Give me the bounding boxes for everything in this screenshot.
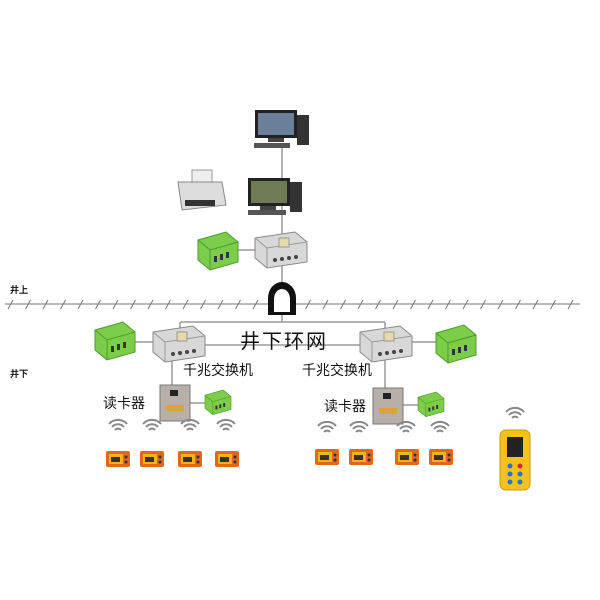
wifi-icon xyxy=(349,420,369,433)
green-junction-box-icon xyxy=(417,391,445,418)
hatch-mark xyxy=(182,299,189,310)
id-tag-icon xyxy=(315,449,339,465)
hatch-mark xyxy=(42,299,49,310)
tunnel-icon xyxy=(268,282,296,315)
hatch-mark xyxy=(217,299,224,310)
hatch-mark xyxy=(497,299,504,310)
hatch-mark xyxy=(392,299,399,310)
wifi-icon xyxy=(317,420,337,433)
hatch-mark xyxy=(445,299,451,310)
desktop-computer-icon xyxy=(254,110,309,148)
hatch-mark xyxy=(147,299,154,310)
reader-right-label: 读卡器 xyxy=(324,399,366,415)
hatch-mark xyxy=(515,299,521,310)
green-junction-box-icon xyxy=(204,389,232,416)
wifi-icon xyxy=(216,418,236,431)
hatch-mark xyxy=(77,299,84,310)
hatch-mark xyxy=(532,299,539,310)
hatch-mark xyxy=(480,299,486,310)
hatch-mark xyxy=(357,299,364,310)
above-ground-label: 井上 xyxy=(10,286,29,296)
id-tag-icon xyxy=(140,451,164,467)
printer-icon xyxy=(177,169,227,211)
hatch-mark xyxy=(322,299,329,310)
hatch-mark xyxy=(60,299,66,310)
card-reader-box-icon xyxy=(159,384,191,422)
switch-box-icon xyxy=(359,325,413,363)
switch-box-icon xyxy=(254,231,308,269)
handheld-reader-icon xyxy=(499,429,531,491)
ground-hatch-marks xyxy=(7,299,574,310)
green-junction-box-icon xyxy=(197,231,239,271)
hatch-mark xyxy=(235,299,241,310)
switch-box-icon xyxy=(152,325,206,363)
hatch-mark xyxy=(340,299,346,310)
wifi-icon xyxy=(396,420,416,433)
id-tag-icon xyxy=(106,451,130,467)
hatch-mark xyxy=(7,299,14,310)
switch-right-label: 千兆交换机 xyxy=(302,363,372,379)
id-tag-icon xyxy=(349,449,373,465)
hatch-mark xyxy=(410,299,416,310)
hatch-mark xyxy=(25,299,31,310)
reader-left-label: 读卡器 xyxy=(103,396,145,412)
hatch-mark xyxy=(252,299,259,310)
underground-label: 井下 xyxy=(10,370,29,380)
hatch-mark xyxy=(375,299,381,310)
wifi-icon xyxy=(505,406,525,419)
id-tag-icon xyxy=(215,451,239,467)
ring-network-label: 井下环网 xyxy=(240,329,328,353)
hatch-mark xyxy=(567,299,574,310)
hatch-mark xyxy=(462,299,469,310)
card-reader-box-icon xyxy=(372,387,404,425)
hatch-mark xyxy=(112,299,119,310)
wifi-icon xyxy=(142,418,162,431)
hatch-mark xyxy=(130,299,136,310)
hatch-mark xyxy=(165,299,171,310)
green-junction-box-icon xyxy=(94,321,136,361)
hatch-mark xyxy=(427,299,434,310)
id-tag-icon xyxy=(178,451,202,467)
green-junction-box-icon xyxy=(435,324,477,364)
switch-left-label: 千兆交换机 xyxy=(183,363,253,379)
hatch-mark xyxy=(200,299,206,310)
id-tag-icon xyxy=(429,449,453,465)
hatch-mark xyxy=(305,299,311,310)
wifi-icon xyxy=(108,418,128,431)
hatch-mark xyxy=(550,299,556,310)
id-tag-icon xyxy=(395,449,419,465)
wifi-icon xyxy=(430,420,450,433)
desktop-computer-icon xyxy=(248,178,302,215)
hatch-mark xyxy=(95,299,101,310)
